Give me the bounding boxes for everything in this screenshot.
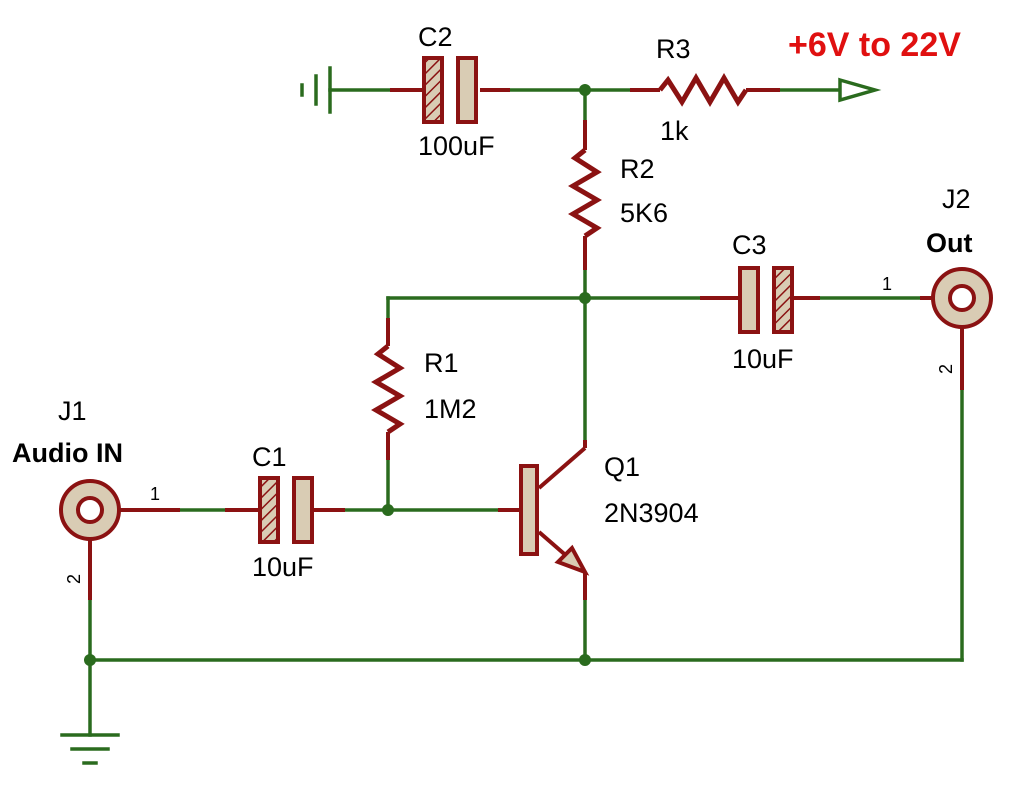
- j1-ref: J1: [58, 396, 87, 426]
- j1-pin1: 1: [150, 484, 160, 504]
- supply-label: +6V to 22V: [788, 26, 961, 64]
- junction-ground-left: [84, 654, 96, 666]
- transistor-q1: [498, 440, 590, 600]
- junctions: [84, 84, 591, 666]
- c1-value: 10uF: [252, 552, 314, 582]
- j2-ref: J2: [942, 184, 971, 214]
- junction-ground-emitter: [579, 654, 591, 666]
- r3-value: 1k: [660, 116, 689, 146]
- connector-j1: [59, 479, 180, 600]
- wires: [88, 88, 964, 737]
- c2-value: 100uF: [418, 131, 495, 161]
- c3-ref: C3: [732, 230, 767, 260]
- capacitor-c3: [700, 266, 820, 334]
- ground-symbol-left: [300, 66, 332, 114]
- junction-base: [382, 504, 394, 516]
- capacitor-c1: [225, 476, 345, 544]
- r1-ref: R1: [424, 348, 459, 378]
- connector-j2: [920, 267, 993, 390]
- junction-top: [579, 84, 591, 96]
- supply-terminal: [838, 77, 882, 103]
- c3-value: 10uF: [732, 344, 794, 374]
- ground-symbol-bottom: [60, 733, 120, 765]
- j2-pin2: 2: [936, 364, 956, 374]
- c2-ref: C2: [418, 22, 453, 52]
- r2-ref: R2: [620, 154, 655, 184]
- resistor-r1: [371, 318, 405, 460]
- r2-value: 5K6: [620, 198, 668, 228]
- r1-value: 1M2: [424, 394, 477, 424]
- junction-collector: [579, 292, 591, 304]
- q1-ref: Q1: [604, 452, 640, 482]
- resistor-r3: [630, 73, 780, 107]
- j2-value: Out: [926, 228, 973, 258]
- r3-ref: R3: [656, 34, 691, 64]
- j1-pin2: 2: [64, 574, 84, 584]
- q1-value: 2N3904: [604, 498, 699, 528]
- j2-pin1: 1: [882, 274, 892, 294]
- c1-ref: C1: [252, 442, 287, 472]
- j1-value: Audio IN: [12, 438, 123, 468]
- capacitor-c2: [390, 56, 510, 124]
- resistor-r2: [568, 120, 602, 270]
